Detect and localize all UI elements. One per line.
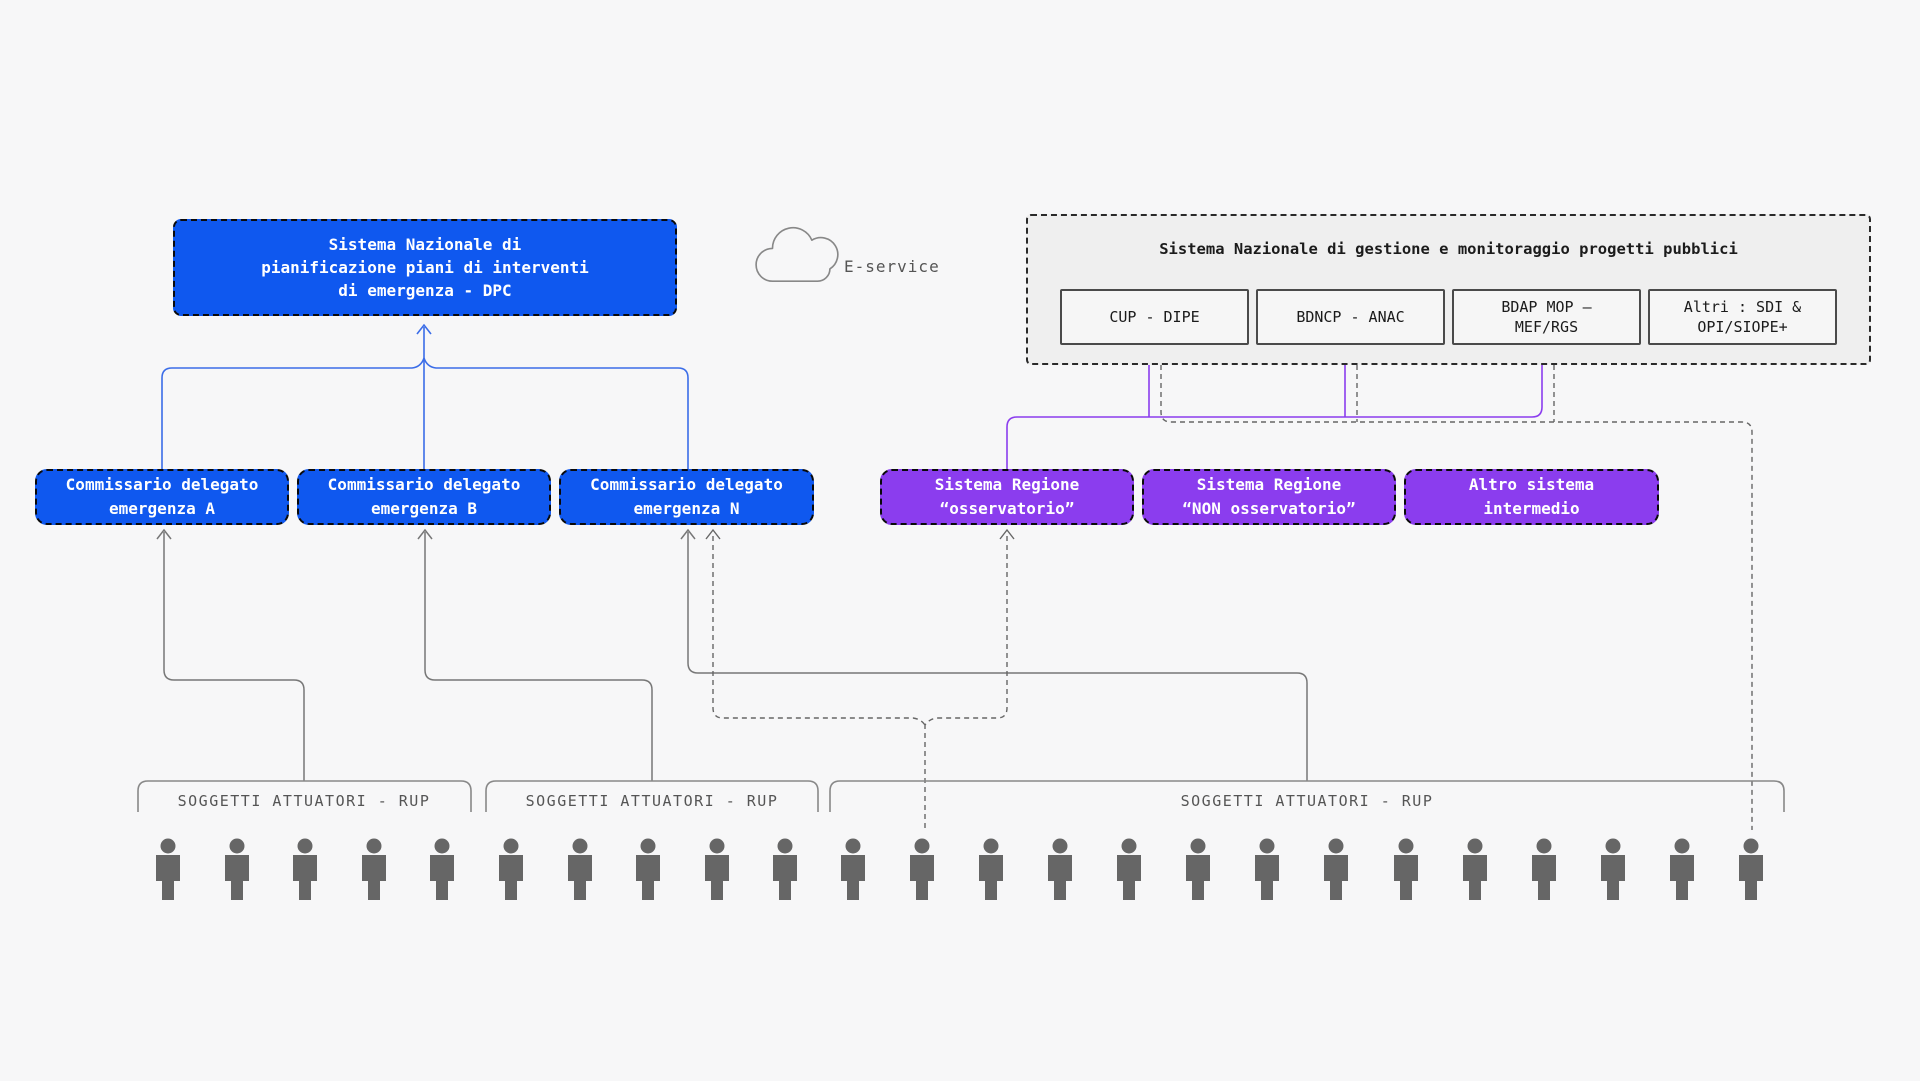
system-box-bdap-mop-label: BDAP MOP – MEF/RGS — [1501, 297, 1592, 336]
person-icon — [841, 838, 865, 900]
commissario-emergenza-b-box: Commissario delegato emergenza B — [297, 469, 551, 525]
person-icon — [1600, 838, 1625, 900]
dashed-cup-riser — [1160, 356, 1172, 423]
person-icon — [636, 838, 660, 900]
person-icon — [1117, 838, 1142, 900]
attuatori-group-3-label: SOGGETTI ATTUATORI - RUP — [1180, 792, 1434, 810]
attuatori-persons-group-3 — [836, 838, 1768, 900]
altro-sistema-intermedio-label: Altro sistema intermedio — [1468, 475, 1595, 518]
bracket-group — [137, 780, 1785, 812]
commissario-emergenza-b-label: Commissario delegato emergenza B — [327, 475, 521, 518]
eservice-label: E-service — [844, 257, 940, 276]
connector-commissario-a-to-dpc — [161, 357, 425, 469]
system-box-altri-sdi-label: Altri : SDI & OPI/SIOPE+ — [1683, 297, 1802, 336]
system-box-cup-dipe-label: CUP - DIPE — [1109, 307, 1200, 326]
sistema-regione-non-osservatorio-label: Sistema Regione “NON osservatorio” — [1182, 475, 1356, 518]
monitoring-systems-row: CUP - DIPE BDNCP - ANAC BDAP MOP – MEF/R… — [1060, 289, 1837, 345]
connector-bracket3-to-n — [687, 532, 1308, 781]
bracket-attuatori-3 — [829, 780, 1785, 812]
dashed-fork-to-n — [712, 536, 926, 726]
person-icon — [156, 838, 180, 900]
bracket-attuatori-1 — [137, 780, 472, 812]
monitoring-container-title: Sistema Nazionale di gestione e monitora… — [1159, 240, 1738, 258]
person-icon — [1531, 838, 1556, 900]
person-icon — [1186, 838, 1211, 900]
attuatori-group-2-label: SOGGETTI ATTUATORI - RUP — [525, 792, 779, 810]
person-icon — [1669, 838, 1694, 900]
dpc-system-label: Sistema Nazionale di pianificazione pian… — [261, 234, 589, 301]
commissario-emergenza-a-label: Commissario delegato emergenza A — [65, 475, 259, 518]
system-box-bdncp-anac-label: BDNCP - ANAC — [1296, 307, 1405, 326]
arrowhead-dashed-into-n — [705, 528, 721, 540]
person-icon — [1738, 838, 1763, 900]
person-icon — [979, 838, 1004, 900]
attuatori-persons-group-1 — [151, 838, 459, 900]
person-icon — [1393, 838, 1418, 900]
bracket-connector-group — [156, 528, 1308, 781]
person-icon — [293, 838, 317, 900]
person-icon — [773, 838, 797, 900]
commissario-emergenza-n-label: Commissario delegato emergenza N — [590, 475, 783, 518]
altro-sistema-intermedio-box: Altro sistema intermedio — [1404, 469, 1659, 525]
arrowhead-into-a — [156, 528, 172, 540]
dashed-connector-group-top — [1160, 356, 1753, 830]
dashed-connector-group-bottom — [712, 536, 1008, 830]
system-box-bdncp-anac: BDNCP - ANAC — [1256, 289, 1445, 345]
blue-connector-group — [161, 323, 689, 469]
arrowhead-into-b — [417, 528, 433, 540]
bracket-attuatori-2 — [485, 780, 819, 812]
attuatori-group-1-label: SOGGETTI ATTUATORI - RUP — [177, 792, 431, 810]
person-icon — [704, 838, 729, 900]
person-icon — [567, 838, 592, 900]
person-icon — [1324, 838, 1349, 900]
arrowhead-into-n — [680, 528, 696, 540]
dpc-system-box: Sistema Nazionale di pianificazione pian… — [173, 219, 677, 316]
connector-commissario-n-to-dpc — [423, 357, 689, 469]
person-icon — [1462, 838, 1487, 900]
sistema-regione-osservatorio-box: Sistema Regione “osservatorio” — [880, 469, 1134, 525]
sistema-regione-non-osservatorio-box: Sistema Regione “NON osservatorio” — [1142, 469, 1396, 525]
commissario-emergenza-n-box: Commissario delegato emergenza N — [559, 469, 814, 525]
arrowhead-into-dpc — [416, 323, 432, 335]
commissario-emergenza-a-box: Commissario delegato emergenza A — [35, 469, 289, 525]
sistema-regione-osservatorio-label: Sistema Regione “osservatorio” — [934, 475, 1080, 518]
monitoring-systems-container: Sistema Nazionale di gestione e monitora… — [1026, 214, 1871, 365]
system-box-altri-sdi: Altri : SDI & OPI/SIOPE+ — [1648, 289, 1837, 345]
person-icon — [430, 838, 454, 900]
person-icon — [499, 838, 523, 900]
purple-connector-group — [1006, 350, 1550, 469]
connector-bracket2-to-b — [424, 532, 653, 781]
connector-osservatorio-bus — [1006, 352, 1543, 469]
dashed-arrowheads-bottom — [705, 528, 1015, 540]
system-box-cup-dipe: CUP - DIPE — [1060, 289, 1249, 345]
cloud-icon — [755, 226, 839, 283]
arrowhead-dashed-into-osservatorio — [999, 528, 1015, 540]
person-icon — [1048, 838, 1073, 900]
dashed-bus-to-attuatori — [1171, 421, 1753, 830]
person-icon — [910, 838, 935, 900]
person-icon — [1255, 838, 1280, 900]
system-box-bdap-mop: BDAP MOP – MEF/RGS — [1452, 289, 1641, 345]
connector-bracket1-to-a — [163, 532, 305, 781]
person-icon — [224, 838, 249, 900]
dashed-fork-to-osservatorio — [924, 536, 1008, 726]
attuatori-persons-group-2 — [494, 838, 802, 900]
person-icon — [361, 838, 386, 900]
